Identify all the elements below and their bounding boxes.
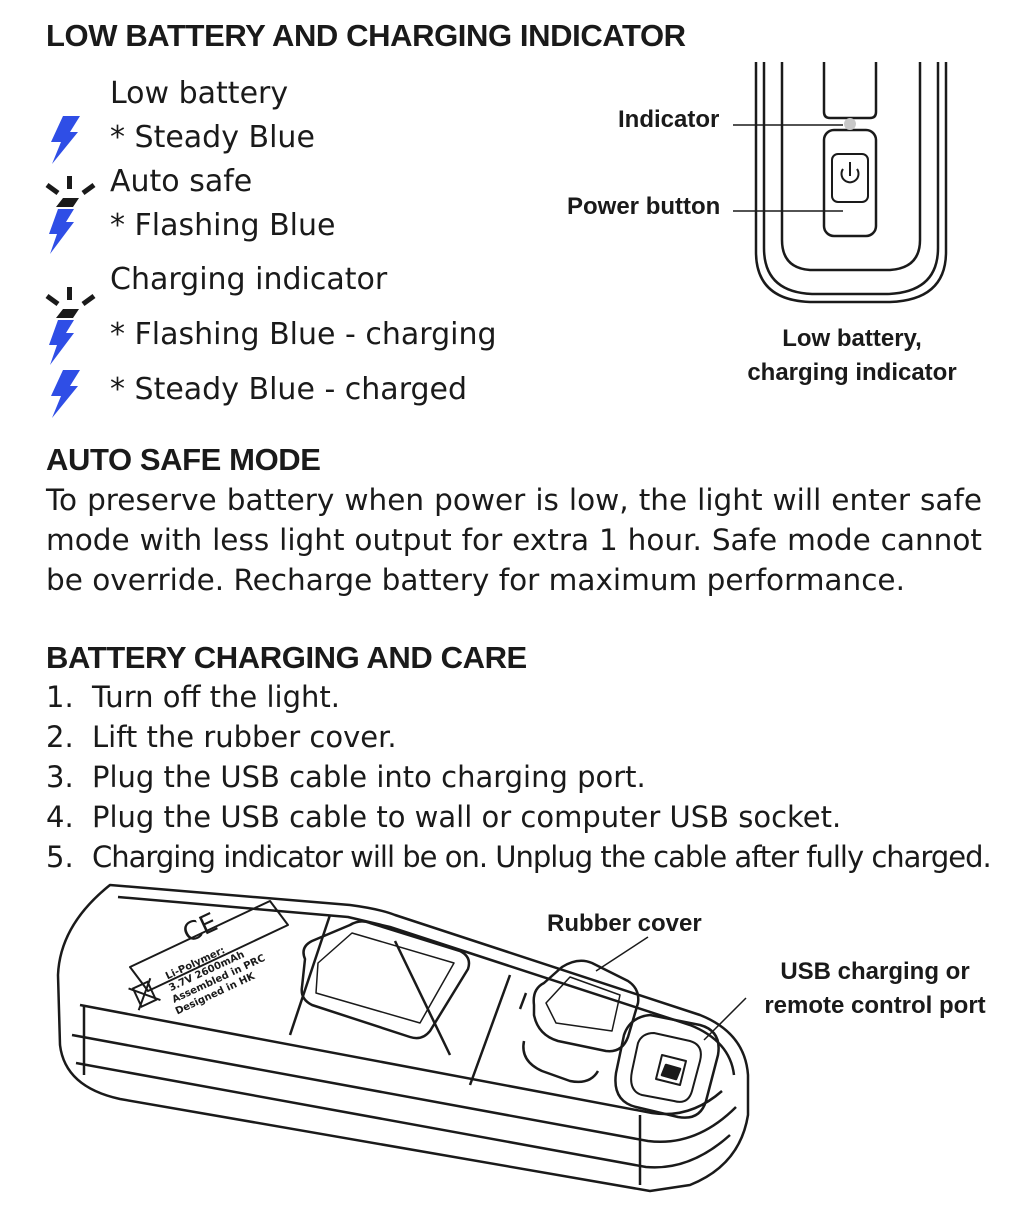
usb-port-leader-line (703, 997, 747, 1041)
list-item: 5. Charging indicator will be on. Unplug … (46, 837, 992, 877)
flashing-lightning-bolt-icon (45, 287, 96, 365)
list-item: 2. Lift the rubber cover. (46, 717, 986, 757)
list-item: 3. Plug the USB cable into charging port. (46, 757, 986, 797)
charging-indicator-label: Charging indicator (110, 262, 388, 297)
device-usb-port-illustration: CE Li-Polymer: 3.7V 2600mAh Assembled in… (56, 883, 750, 1193)
caption-line: charging indicator (747, 359, 957, 386)
charging-state-flashing: * Flashing Blue - charging (110, 317, 497, 352)
indicator-figure-caption: Low battery, charging indicator (720, 322, 984, 390)
auto-safe-label: Auto safe (110, 164, 253, 199)
step-text: Plug the USB cable to wall or computer U… (92, 800, 842, 834)
section-title-indicator: LOW BATTERY AND CHARGING INDICATOR (46, 18, 686, 53)
lightning-bolt-icon (51, 370, 80, 418)
power-button-leader-line (733, 210, 843, 212)
rubber-cover-leader-line (595, 936, 649, 972)
step-number: 2. (46, 720, 74, 754)
step-number: 4. (46, 800, 74, 834)
auto-safe-state: * Flashing Blue (110, 208, 336, 243)
indicator-callout: Indicator (618, 106, 720, 133)
step-text: Turn off the light. (92, 680, 340, 714)
list-item: 1. Turn off the light. (46, 677, 986, 717)
step-text: Lift the rubber cover. (92, 720, 397, 754)
flashing-lightning-bolt-icon (45, 176, 96, 254)
weee-bin-icon (128, 977, 161, 1011)
step-text: Charging indicator will be on. Unplug th… (92, 840, 992, 874)
charging-steps-list: 1. Turn off the light. 2. Lift the rubber … (46, 677, 992, 877)
ce-mark-icon: CE (178, 908, 222, 950)
power-button-callout: Power button (567, 193, 721, 220)
caption-line: USB charging or (780, 958, 970, 985)
indicator-leader-line (733, 124, 843, 126)
low-battery-state: * Steady Blue (110, 120, 315, 155)
auto-safe-description: To preserve battery when power is low, t… (46, 483, 982, 597)
charging-state-steady: * Steady Blue - charged (110, 372, 468, 407)
device-indicator-illustration (754, 62, 948, 304)
section-title-charging-care: BATTERY CHARGING AND CARE (46, 640, 527, 675)
low-battery-label: Low battery (110, 76, 289, 111)
section-title-auto-safe: AUTO SAFE MODE (46, 442, 321, 477)
caption-line: Low battery, (782, 325, 922, 352)
usb-port-callout: USB charging or remote control port (740, 955, 1010, 1023)
caption-line: remote control port (764, 992, 986, 1019)
rubber-cover-callout: Rubber cover (547, 910, 702, 937)
list-item: 4. Plug the USB cable to wall or computer… (46, 797, 986, 837)
lightning-bolt-icon (51, 116, 80, 164)
step-number: 3. (46, 760, 74, 794)
step-number: 5. (46, 840, 74, 874)
step-number: 1. (46, 680, 74, 714)
step-text: Plug the USB cable into charging port. (92, 760, 646, 794)
